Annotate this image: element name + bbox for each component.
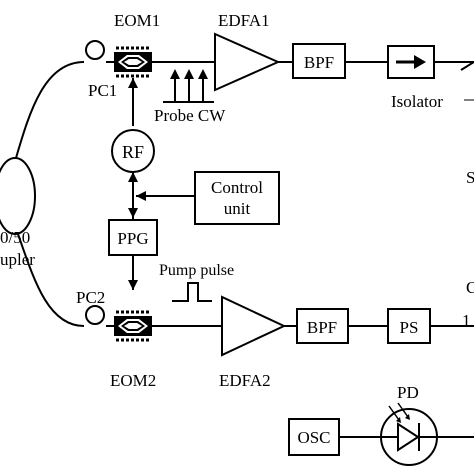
coupler-label-line1: 0/50 <box>0 228 30 247</box>
eom2-modulator <box>114 310 152 342</box>
pc1-loop <box>85 40 105 60</box>
edge-label-1: 1 <box>462 311 471 330</box>
isolator-arrow-icon <box>396 55 426 69</box>
bpf1-label: BPF <box>304 53 334 72</box>
control-to-rf-arrow <box>136 191 146 201</box>
pump-pulse-waveform <box>172 282 212 302</box>
control-unit-line2: unit <box>224 199 251 218</box>
bpf1-box <box>292 43 346 79</box>
ppg-label: PPG <box>117 229 148 248</box>
bpf2-box <box>296 308 349 344</box>
eom2-label: EOM2 <box>110 371 156 390</box>
coupler-loop <box>0 157 36 235</box>
pd-label: PD <box>397 383 419 402</box>
ps-box <box>387 308 431 344</box>
control-unit-box <box>194 171 280 225</box>
isolator-label: Isolator <box>391 92 443 111</box>
ppg-eom2-arrow <box>128 280 138 290</box>
pc2-label: PC2 <box>76 288 105 307</box>
rf-down-arrow <box>128 208 138 218</box>
pc2-loop <box>85 305 105 325</box>
pump-pulse-label: Pump pulse <box>159 262 234 279</box>
coupler-to-pc1-fiber <box>15 61 85 159</box>
control-unit-line1: Control <box>211 178 263 197</box>
probe-cw-arrows <box>163 69 214 103</box>
pc1-label: PC1 <box>88 81 117 100</box>
ps-label: PS <box>400 318 419 337</box>
rf-up-arrow <box>128 172 138 182</box>
edge-label-c: C <box>466 278 474 297</box>
edfa2-amplifier <box>221 295 287 357</box>
photodiode-icon <box>380 402 438 466</box>
coupler-label-line2: upler <box>0 250 35 269</box>
edge-label-s: S <box>466 168 474 187</box>
upper-right-stub <box>460 61 474 71</box>
probe-cw-label: Probe CW <box>154 106 226 125</box>
eom1-label: EOM1 <box>114 11 160 30</box>
eom1-rf-arrow <box>128 78 138 88</box>
eom1-modulator <box>114 46 152 78</box>
coupler-to-pc2-fiber <box>17 233 85 327</box>
ppg-box <box>108 219 158 256</box>
edfa1-amplifier <box>214 32 281 92</box>
rf-label: RF <box>122 142 144 162</box>
bpf2-label: BPF <box>307 318 337 337</box>
edfa1-label: EDFA1 <box>218 11 270 30</box>
osc-label: OSC <box>297 428 330 447</box>
edfa2-label: EDFA2 <box>219 371 271 390</box>
